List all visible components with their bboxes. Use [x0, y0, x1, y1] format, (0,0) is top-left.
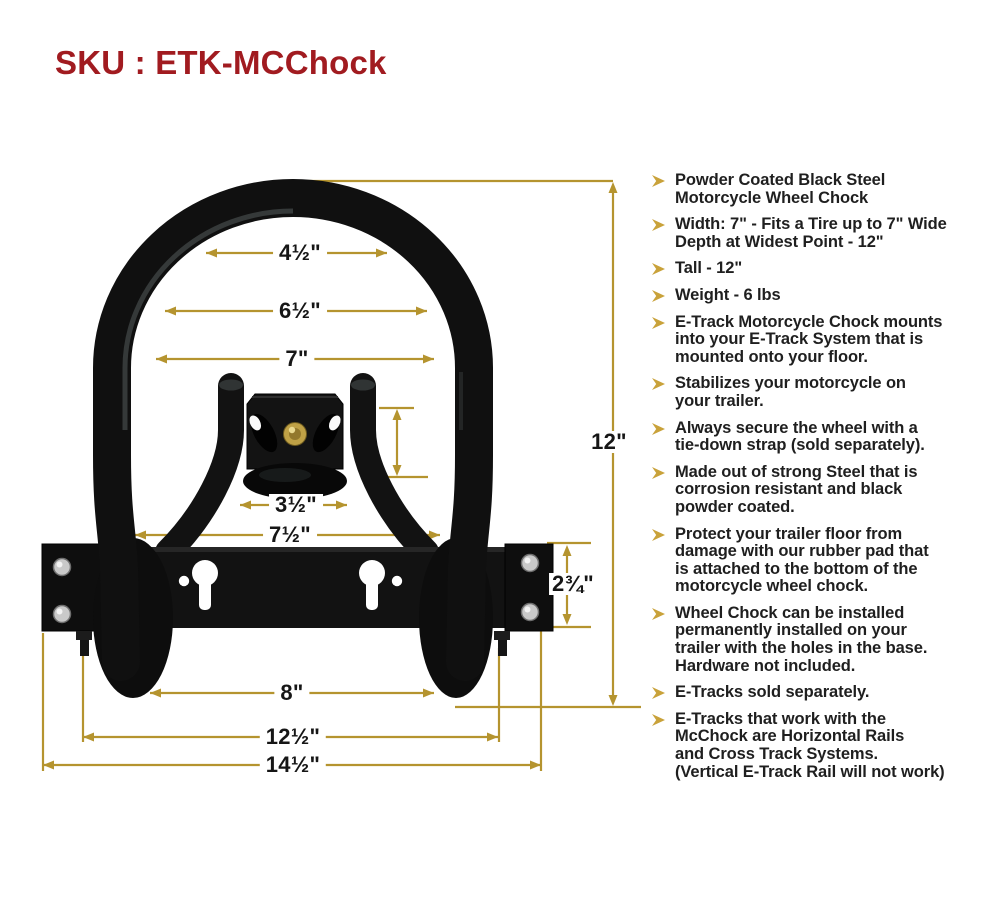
- feature-list: Powder Coated Black Steel Motorcycle Whe…: [652, 171, 994, 790]
- feature-text: Width: 7" - Fits a Tire up to 7" Wide De…: [675, 215, 947, 251]
- arrow-bullet-icon: [652, 607, 666, 620]
- dimension-label-mid-inner-width: 6½": [273, 300, 327, 322]
- feature-text: Stabilizes your motorcycle on your trail…: [675, 374, 906, 410]
- feature-item: E-Tracks sold separately.: [652, 684, 994, 702]
- dimension-label-leg-spread: 7½": [263, 524, 317, 546]
- dimension-label-base-inner-width: 7": [279, 348, 315, 370]
- arrow-bullet-icon: [652, 466, 666, 479]
- roller-highlight: [259, 468, 311, 482]
- feature-item: Wheel Chock can be installed permanently…: [652, 603, 994, 675]
- wheel-chock-illustration: [41, 179, 641, 771]
- inner-support-legs: [155, 373, 439, 565]
- dimension-label-base-plate-height: 2¾": [549, 573, 597, 595]
- feature-item: Always secure the wheel with a tie-down …: [652, 418, 994, 455]
- feature-text: Wheel Chock can be installed permanently…: [675, 603, 928, 675]
- left-leg-cap: [219, 379, 243, 391]
- feature-text: Made out of strong Steel that is corrosi…: [675, 462, 918, 516]
- dimension-arrowheads: [43, 182, 618, 770]
- dimension-label-top-inner-width: 4½": [273, 242, 327, 264]
- dimension-label-cradle-width: 3½": [269, 494, 323, 516]
- left-end-plate: [41, 543, 103, 632]
- rivets: [52, 553, 540, 624]
- feature-item: Powder Coated Black Steel Motorcycle Whe…: [652, 171, 994, 207]
- feature-item: E-Track Motorcycle Chock mounts into you…: [652, 312, 994, 367]
- arrow-bullet-icon: [652, 528, 666, 541]
- arrow-bullet-icon: [652, 316, 666, 329]
- cradle-plate: [246, 393, 344, 470]
- feature-text: Tall - 12": [675, 259, 743, 278]
- feature-text: Always secure the wheel with a tie-down …: [675, 418, 925, 455]
- feature-text: Weight - 6 lbs: [675, 285, 781, 304]
- right-leg-cap: [351, 379, 375, 391]
- dimension-label-foot-span: 8": [274, 682, 310, 704]
- wheel-chock-diagram: 4½" 6½" 7" 3½" 7½" 2¾" 12" 8" 12½" 14½": [41, 179, 641, 776]
- dimension-label-overall-height: 12": [588, 431, 630, 453]
- feature-text: E-Track Motorcycle Chock mounts into you…: [675, 312, 943, 366]
- arrow-bullet-icon: [652, 219, 666, 232]
- feature-item: Width: 7" - Fits a Tire up to 7" Wide De…: [652, 215, 994, 251]
- mounting-bolts: [76, 631, 510, 656]
- feature-item: Tall - 12": [652, 260, 994, 278]
- dimension-label-mount-hole-span: 12½": [259, 726, 327, 748]
- arrow-bullet-icon: [652, 687, 666, 700]
- arrow-bullet-icon: [652, 263, 666, 276]
- keyhole-slots: [178, 560, 403, 610]
- feature-text: E-Tracks sold separately.: [675, 683, 870, 702]
- feature-item: Stabilizes your motorcycle on your trail…: [652, 374, 994, 410]
- arrow-bullet-icon: [652, 713, 666, 726]
- feature-text: Protect your trailer floor from damage w…: [675, 524, 929, 596]
- sku-title: SKU : ETK-MCChock: [55, 44, 387, 81]
- feature-text: Powder Coated Black Steel Motorcycle Whe…: [675, 171, 886, 207]
- arrow-bullet-icon: [652, 175, 666, 187]
- arrow-bullet-icon: [652, 289, 666, 302]
- feature-item: Weight - 6 lbs: [652, 285, 994, 305]
- feature-text: E-Tracks that work with the McChock are …: [675, 709, 945, 781]
- feature-item: Protect your trailer floor from damage w…: [652, 524, 994, 596]
- arrow-bullet-icon: [652, 378, 666, 391]
- arrow-bullet-icon: [652, 422, 666, 435]
- feature-item: Made out of strong Steel that is corrosi…: [652, 462, 994, 517]
- dimension-label-overall-width: 14½": [259, 754, 327, 776]
- feature-item: E-Tracks that work with the McChock are …: [652, 709, 994, 781]
- main-hoop: [93, 179, 493, 681]
- hoop-highlight: [122, 208, 294, 430]
- base-plate-top-edge: [100, 547, 507, 552]
